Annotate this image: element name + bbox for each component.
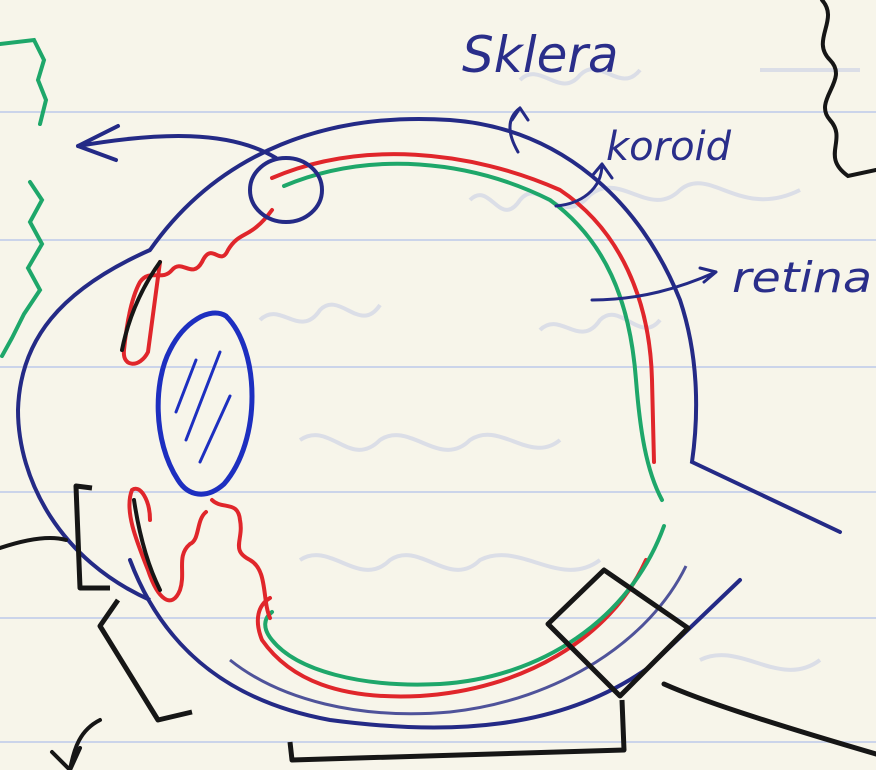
green-margin-scribble [0,40,46,356]
black-margin-scribble [822,0,876,176]
label-koroid: koroid [606,124,732,170]
retina-layer-lower [265,526,664,685]
retina-layer [284,164,662,500]
circled-region [250,158,322,222]
lens-hatching [176,352,230,462]
bracket-right [664,684,876,754]
label-sklera: Sklera [462,26,619,84]
sklera-pointer [510,108,528,152]
ruled-lines [0,112,876,742]
lens [158,313,252,494]
choroid-layer [272,154,654,462]
sclera-outline [130,119,840,728]
black-left-curve [0,538,66,548]
bleed-through-scribbles [260,69,860,670]
bracket-bottom [290,700,624,760]
label-retina: retina [732,253,872,302]
arrow-icon [78,126,276,160]
arrow-down-bracket [52,720,100,770]
